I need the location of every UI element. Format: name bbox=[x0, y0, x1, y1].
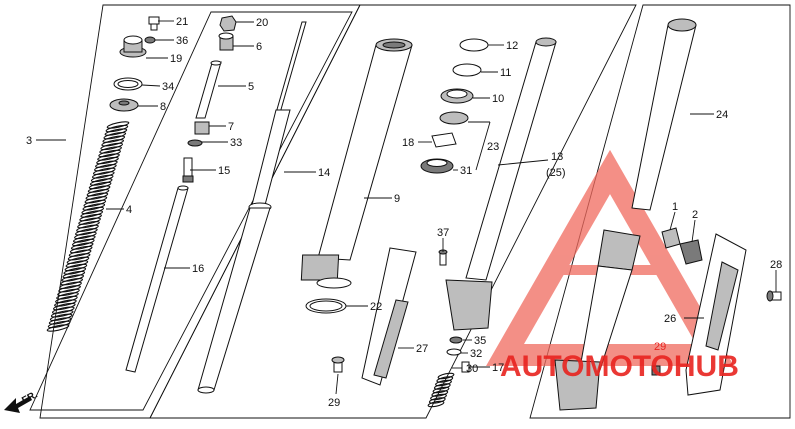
part-29-bolt-left bbox=[331, 356, 345, 373]
callout-labels: 21 36 19 34 8 3 4 20 6 5 7 33 15 16 14 9… bbox=[26, 16, 782, 409]
callout-34: 34 bbox=[162, 81, 174, 93]
part-11-clip bbox=[452, 63, 482, 77]
part-12-clip bbox=[459, 38, 489, 52]
part-15-piston bbox=[182, 157, 194, 183]
part-7-washer bbox=[194, 121, 210, 135]
callout-9: 9 bbox=[394, 193, 400, 205]
part-37-bolt bbox=[438, 249, 448, 266]
part-33-ring bbox=[187, 139, 203, 147]
panel-right bbox=[529, 4, 791, 419]
callout-20: 20 bbox=[256, 17, 268, 29]
callout-11: 11 bbox=[500, 67, 511, 79]
part-35-washer bbox=[449, 336, 463, 344]
part-36-oring bbox=[144, 36, 156, 44]
callout-16: 16 bbox=[192, 263, 204, 275]
part-32-washer bbox=[446, 348, 462, 356]
part-1-bracket bbox=[661, 227, 681, 249]
callout-3: 3 bbox=[26, 135, 32, 147]
part-20-nut bbox=[219, 15, 237, 32]
callout-13: 13 bbox=[551, 151, 563, 163]
part-27-guard bbox=[361, 247, 417, 386]
callout-5: 5 bbox=[248, 81, 254, 93]
callout-6: 6 bbox=[256, 41, 262, 53]
part-13-inner-tube bbox=[445, 37, 557, 331]
callout-4: 4 bbox=[126, 204, 132, 216]
part-18-clip bbox=[431, 132, 457, 148]
callout-31: 31 bbox=[460, 165, 472, 177]
callout-21: 21 bbox=[176, 16, 188, 28]
part-28-bolt bbox=[766, 290, 782, 302]
watermark-triangle bbox=[486, 149, 734, 366]
callout-29-left: 29 bbox=[328, 397, 340, 409]
callout-8: 8 bbox=[160, 101, 166, 113]
part-4-spring bbox=[46, 121, 130, 332]
part-6-adjuster bbox=[218, 32, 234, 51]
part-30-spring bbox=[427, 372, 455, 408]
callout-17: 17 bbox=[492, 362, 504, 374]
part-21-bolt bbox=[148, 16, 160, 31]
callout-14: 14 bbox=[318, 167, 330, 179]
callout-28: 28 bbox=[770, 259, 782, 271]
callout-36: 36 bbox=[176, 35, 188, 47]
callout-33: 33 bbox=[230, 137, 242, 149]
callout-27: 27 bbox=[416, 343, 428, 355]
callout-1: 1 bbox=[672, 201, 678, 213]
part-26-guard bbox=[685, 233, 747, 396]
callout-12: 12 bbox=[506, 40, 518, 52]
front-direction-arrow bbox=[4, 396, 32, 413]
callout-2: 2 bbox=[692, 209, 698, 221]
callout-37: 37 bbox=[437, 227, 449, 239]
part-2-bracket bbox=[679, 239, 703, 265]
front-label: FR. bbox=[20, 389, 40, 406]
part-16-tube bbox=[125, 185, 189, 373]
part-9-outer-tube bbox=[300, 38, 413, 289]
callout-18: 18 bbox=[402, 137, 414, 149]
part-29-bolt-right bbox=[651, 365, 661, 376]
part-23-washer bbox=[439, 111, 469, 125]
part-14-cartridge bbox=[197, 21, 307, 394]
callout-25: (25) bbox=[546, 167, 566, 179]
callout-35: 35 bbox=[474, 335, 486, 347]
callout-30: 30 bbox=[466, 363, 478, 375]
callout-15: 15 bbox=[218, 165, 230, 177]
callout-23: 23 bbox=[487, 141, 499, 153]
part-8-seat bbox=[109, 98, 139, 112]
callout-22: 22 bbox=[370, 301, 382, 313]
callout-7: 7 bbox=[228, 121, 234, 133]
callout-29-right: 29 bbox=[654, 341, 666, 353]
watermark-text: AUTOMOTOHUB bbox=[500, 350, 739, 383]
callout-26: 26 bbox=[664, 313, 676, 325]
panel-left-inner bbox=[29, 11, 353, 411]
callout-10: 10 bbox=[492, 93, 504, 105]
panel-left bbox=[39, 4, 361, 419]
part-5-rod bbox=[195, 60, 222, 119]
part-24-fork-assembly bbox=[554, 18, 697, 411]
panel-middle bbox=[149, 4, 637, 419]
part-19-cap bbox=[119, 35, 147, 58]
callout-19: 19 bbox=[170, 53, 182, 65]
callout-32: 32 bbox=[470, 348, 482, 360]
callout-24: 24 bbox=[716, 109, 728, 121]
leader-lines bbox=[36, 20, 777, 395]
